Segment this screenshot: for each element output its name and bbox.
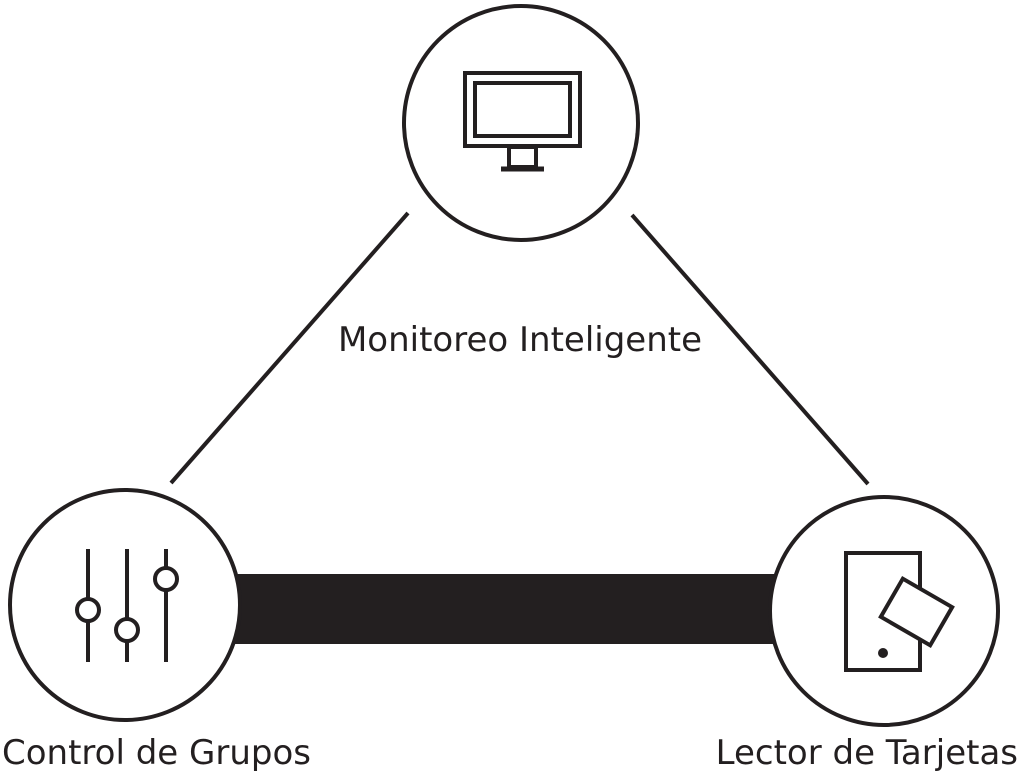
label-control: Control de Grupos [2,733,311,773]
monitor-icon [463,71,582,172]
card-reader-icon [844,551,955,672]
sliders-icon [75,549,179,662]
label-reader: Lector de Tarjetas [716,733,1018,773]
node-control [8,488,242,722]
connector-monitor-control [169,211,410,485]
label-monitor: Monitoreo Inteligente [338,320,702,360]
node-monitor [402,4,640,242]
node-monitor-circle [402,4,640,242]
connector-control-reader [232,574,780,644]
node-reader [768,495,1000,727]
connector-monitor-reader [630,213,870,486]
